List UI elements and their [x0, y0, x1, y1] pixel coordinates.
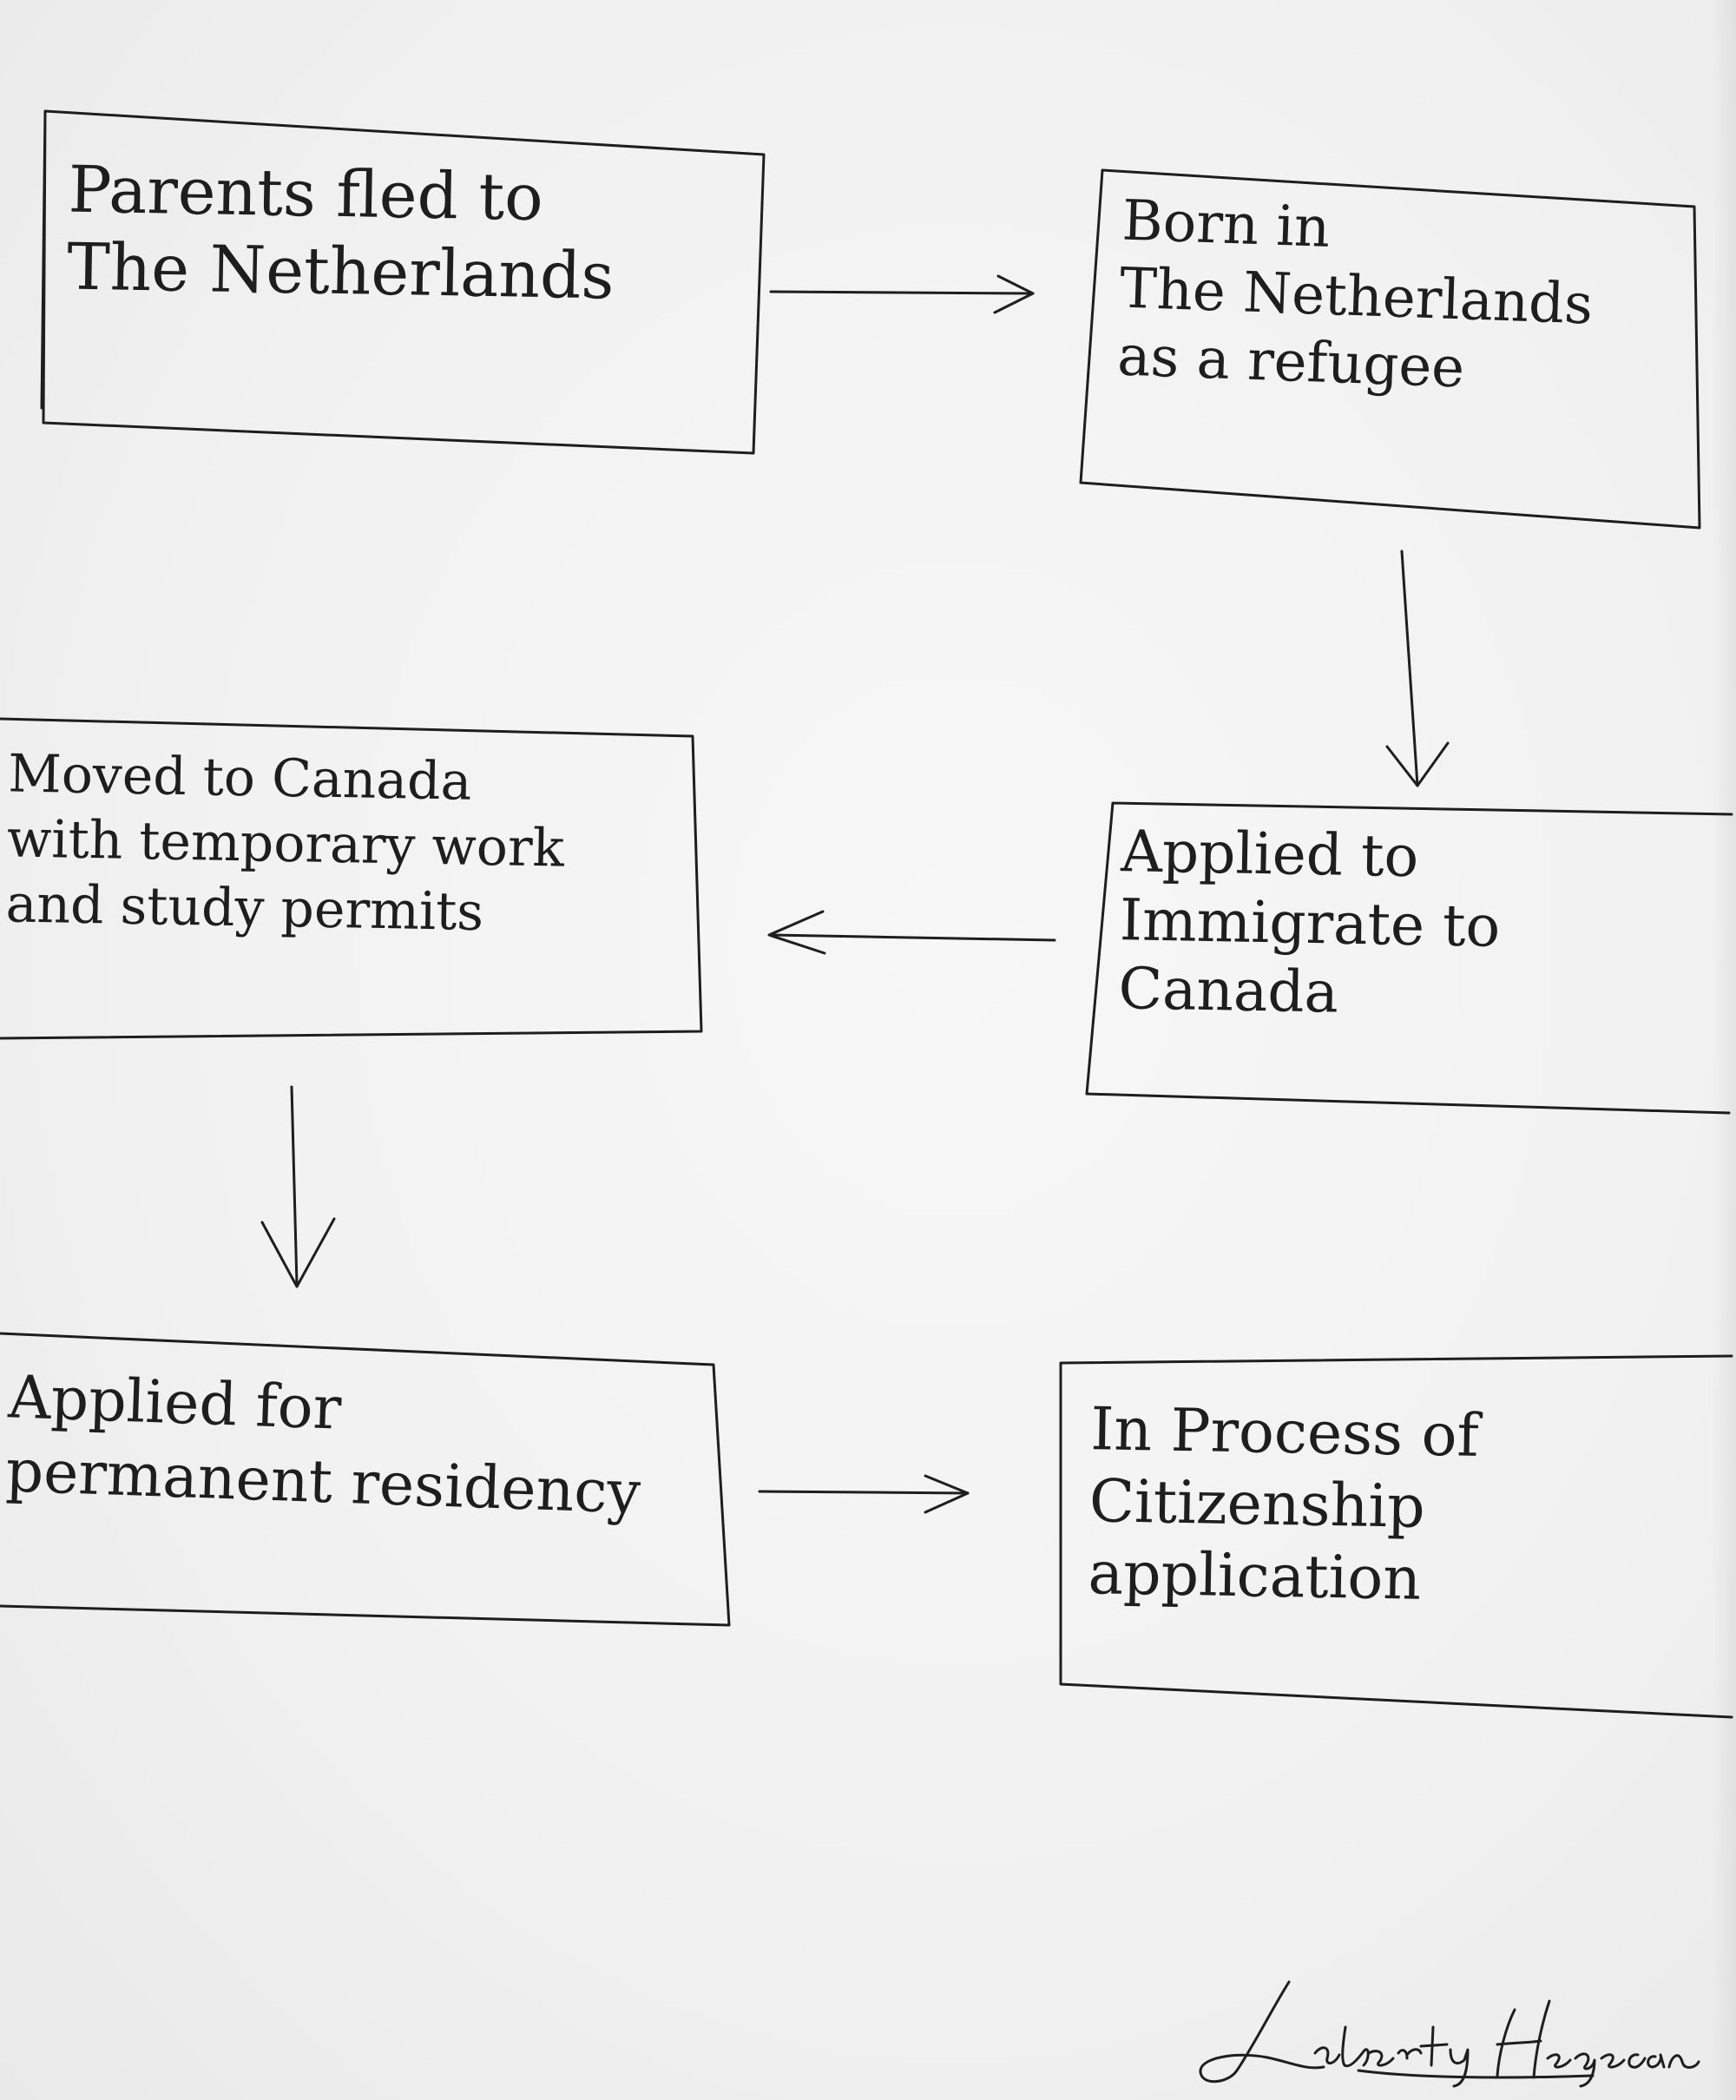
node-line: Immigrate to: [1119, 886, 1501, 961]
node-line: Parents fled to: [68, 152, 544, 236]
signature: [1199, 1980, 1700, 2088]
node-line: In Process of: [1089, 1395, 1480, 1471]
arrow-parents-to-born: [769, 274, 1035, 314]
arrow-born-to-immigrate: [1385, 550, 1450, 787]
node-line: Citizenship: [1088, 1467, 1426, 1542]
node-line: Applied to: [1120, 818, 1419, 891]
box-applied-pr: [0, 1332, 731, 1627]
box-applied-immigrate: [1085, 801, 1733, 1115]
box-parents-fled: [40, 109, 766, 455]
node-line: application: [1087, 1538, 1422, 1614]
arrow-moved-to-pr: [260, 1085, 336, 1288]
box-moved-canada: [0, 717, 703, 1040]
node-moved-canada: Moved to Canada with temporary work and …: [5, 741, 566, 946]
node-applied-pr: Applied for permanent residency: [4, 1360, 644, 1530]
node-applied-immigrate: Applied to Immigrate to Canada: [1118, 817, 1502, 1030]
node-line: Canada: [1117, 955, 1339, 1026]
box-citizenship: [1059, 1354, 1733, 1719]
node-citizenship: In Process of Citizenship application: [1088, 1394, 1480, 1617]
node-parents-fled: Parents fled to The Netherlands: [66, 152, 615, 316]
node-line: The Netherlands: [66, 229, 615, 314]
node-line: Moved to Canada: [7, 743, 472, 813]
arrow-immigrate-to-moved: [767, 910, 1056, 955]
paper-edge: [1712, 0, 1736, 2100]
box-born-refugee: [1079, 168, 1701, 530]
node-line: with temporary work: [6, 808, 565, 879]
node-born-refugee: Born in The Netherlands as a refugee: [1116, 188, 1596, 407]
node-line: and study permits: [5, 873, 484, 943]
arrow-pr-to-citizenship: [758, 1474, 970, 1514]
